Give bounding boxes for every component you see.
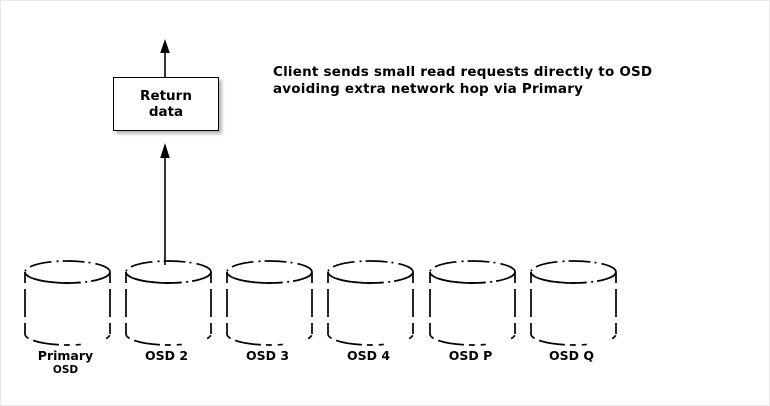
osd-label-line-1: OSD 2 bbox=[144, 348, 189, 363]
osd-cylinder-osd-q bbox=[529, 259, 617, 349]
cylinder-shape bbox=[125, 260, 212, 346]
osd-label-line-1: OSD 3 bbox=[245, 348, 290, 363]
annotation-caption: Client sends small read requests directl… bbox=[273, 64, 652, 98]
cylinder-shape bbox=[226, 260, 313, 346]
osd-cylinder-osd-p bbox=[428, 259, 516, 349]
osd-label-osd-2: OSD 2 bbox=[116, 349, 217, 363]
cylinder-shape bbox=[429, 260, 516, 346]
arrow-osd2-to-box bbox=[160, 143, 170, 265]
cylinder-shape bbox=[24, 260, 111, 346]
annotation-line-1: Client sends small read requests directl… bbox=[273, 64, 653, 80]
osd-label-line-1: Primary bbox=[37, 348, 94, 363]
osd-label-line-2: OSD bbox=[52, 364, 79, 376]
osd-cylinder-primary-osd bbox=[23, 259, 111, 349]
cylinder-shape bbox=[327, 260, 414, 346]
osd-label-line-1: OSD 4 bbox=[346, 348, 391, 363]
annotation-line-2: avoiding extra network hop via Primary bbox=[273, 81, 584, 97]
return-data-line-2: data bbox=[148, 104, 184, 120]
osd-cylinder-osd-3 bbox=[225, 259, 313, 349]
osd-label-osd-q: OSD Q bbox=[521, 349, 622, 363]
osd-cylinder-osd-4 bbox=[326, 259, 414, 349]
osd-label-osd-3: OSD 3 bbox=[217, 349, 318, 363]
return-data-label: Return data bbox=[140, 88, 192, 120]
osd-label-line-1: OSD Q bbox=[549, 348, 594, 363]
osd-label-osd-p: OSD P bbox=[420, 349, 521, 363]
return-data-line-1: Return bbox=[140, 88, 192, 104]
osd-label-line-1: OSD P bbox=[448, 348, 493, 363]
return-data-box: Return data bbox=[113, 77, 219, 131]
cylinder-shape bbox=[530, 260, 617, 346]
osd-label-osd-4: OSD 4 bbox=[318, 349, 419, 363]
osd-cylinder-osd-2 bbox=[124, 259, 212, 349]
arrow-box-to-client bbox=[160, 39, 170, 81]
